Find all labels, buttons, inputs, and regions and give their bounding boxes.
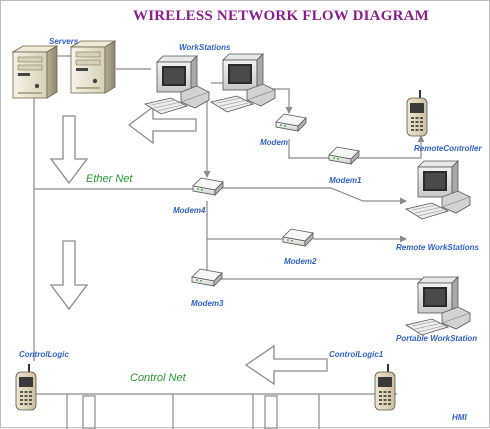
- flow-arrows: [49, 105, 328, 386]
- flow-arrow-icon: [49, 115, 89, 185]
- modem-icon: [282, 228, 314, 247]
- workstation-icon: [405, 160, 471, 220]
- workstation-icon: [144, 55, 210, 115]
- label-modem2: Modem2: [284, 257, 317, 266]
- handheld-device-icon: [15, 363, 37, 411]
- label-modem: Modem: [260, 138, 288, 147]
- label-control-logic: ControlLogic: [19, 350, 69, 359]
- label-modem4: Modem4: [173, 206, 206, 215]
- server-icon: [12, 45, 58, 99]
- label-ether-net: Ether Net: [86, 173, 133, 185]
- connector-lines: [21, 55, 425, 429]
- label-hmi: HMI: [452, 413, 467, 422]
- label-modem1: Modem1: [329, 176, 362, 185]
- modem-icon: [192, 177, 224, 196]
- flow-arrow-icon: [49, 240, 89, 311]
- label-remote-workstations: Remote WorkStations: [396, 243, 479, 252]
- modem-icon: [275, 113, 307, 132]
- handheld-device-icon: [374, 363, 396, 411]
- flow-arrow-icon: [244, 344, 328, 386]
- label-portable-workstation: Portable WorkStation: [396, 334, 478, 343]
- handheld-device-icon: [406, 89, 428, 137]
- label-servers: Servers: [49, 37, 79, 46]
- label-modem3: Modem3: [191, 299, 224, 308]
- label-workstations: WorkStations: [179, 43, 231, 52]
- flow-arrow-icon: [127, 105, 197, 145]
- label-control-logic1: ControlLogic1: [329, 350, 384, 359]
- label-control-net: Control Net: [130, 372, 186, 384]
- diagram-title: WIRELESS NETWORK FLOW DIAGRAM: [133, 8, 429, 24]
- modem-icon: [328, 146, 360, 165]
- server-icon: [70, 40, 116, 94]
- workstation-icon: [405, 276, 471, 336]
- modem-icon: [191, 268, 223, 287]
- label-remote-controller: RemoteController: [414, 144, 482, 153]
